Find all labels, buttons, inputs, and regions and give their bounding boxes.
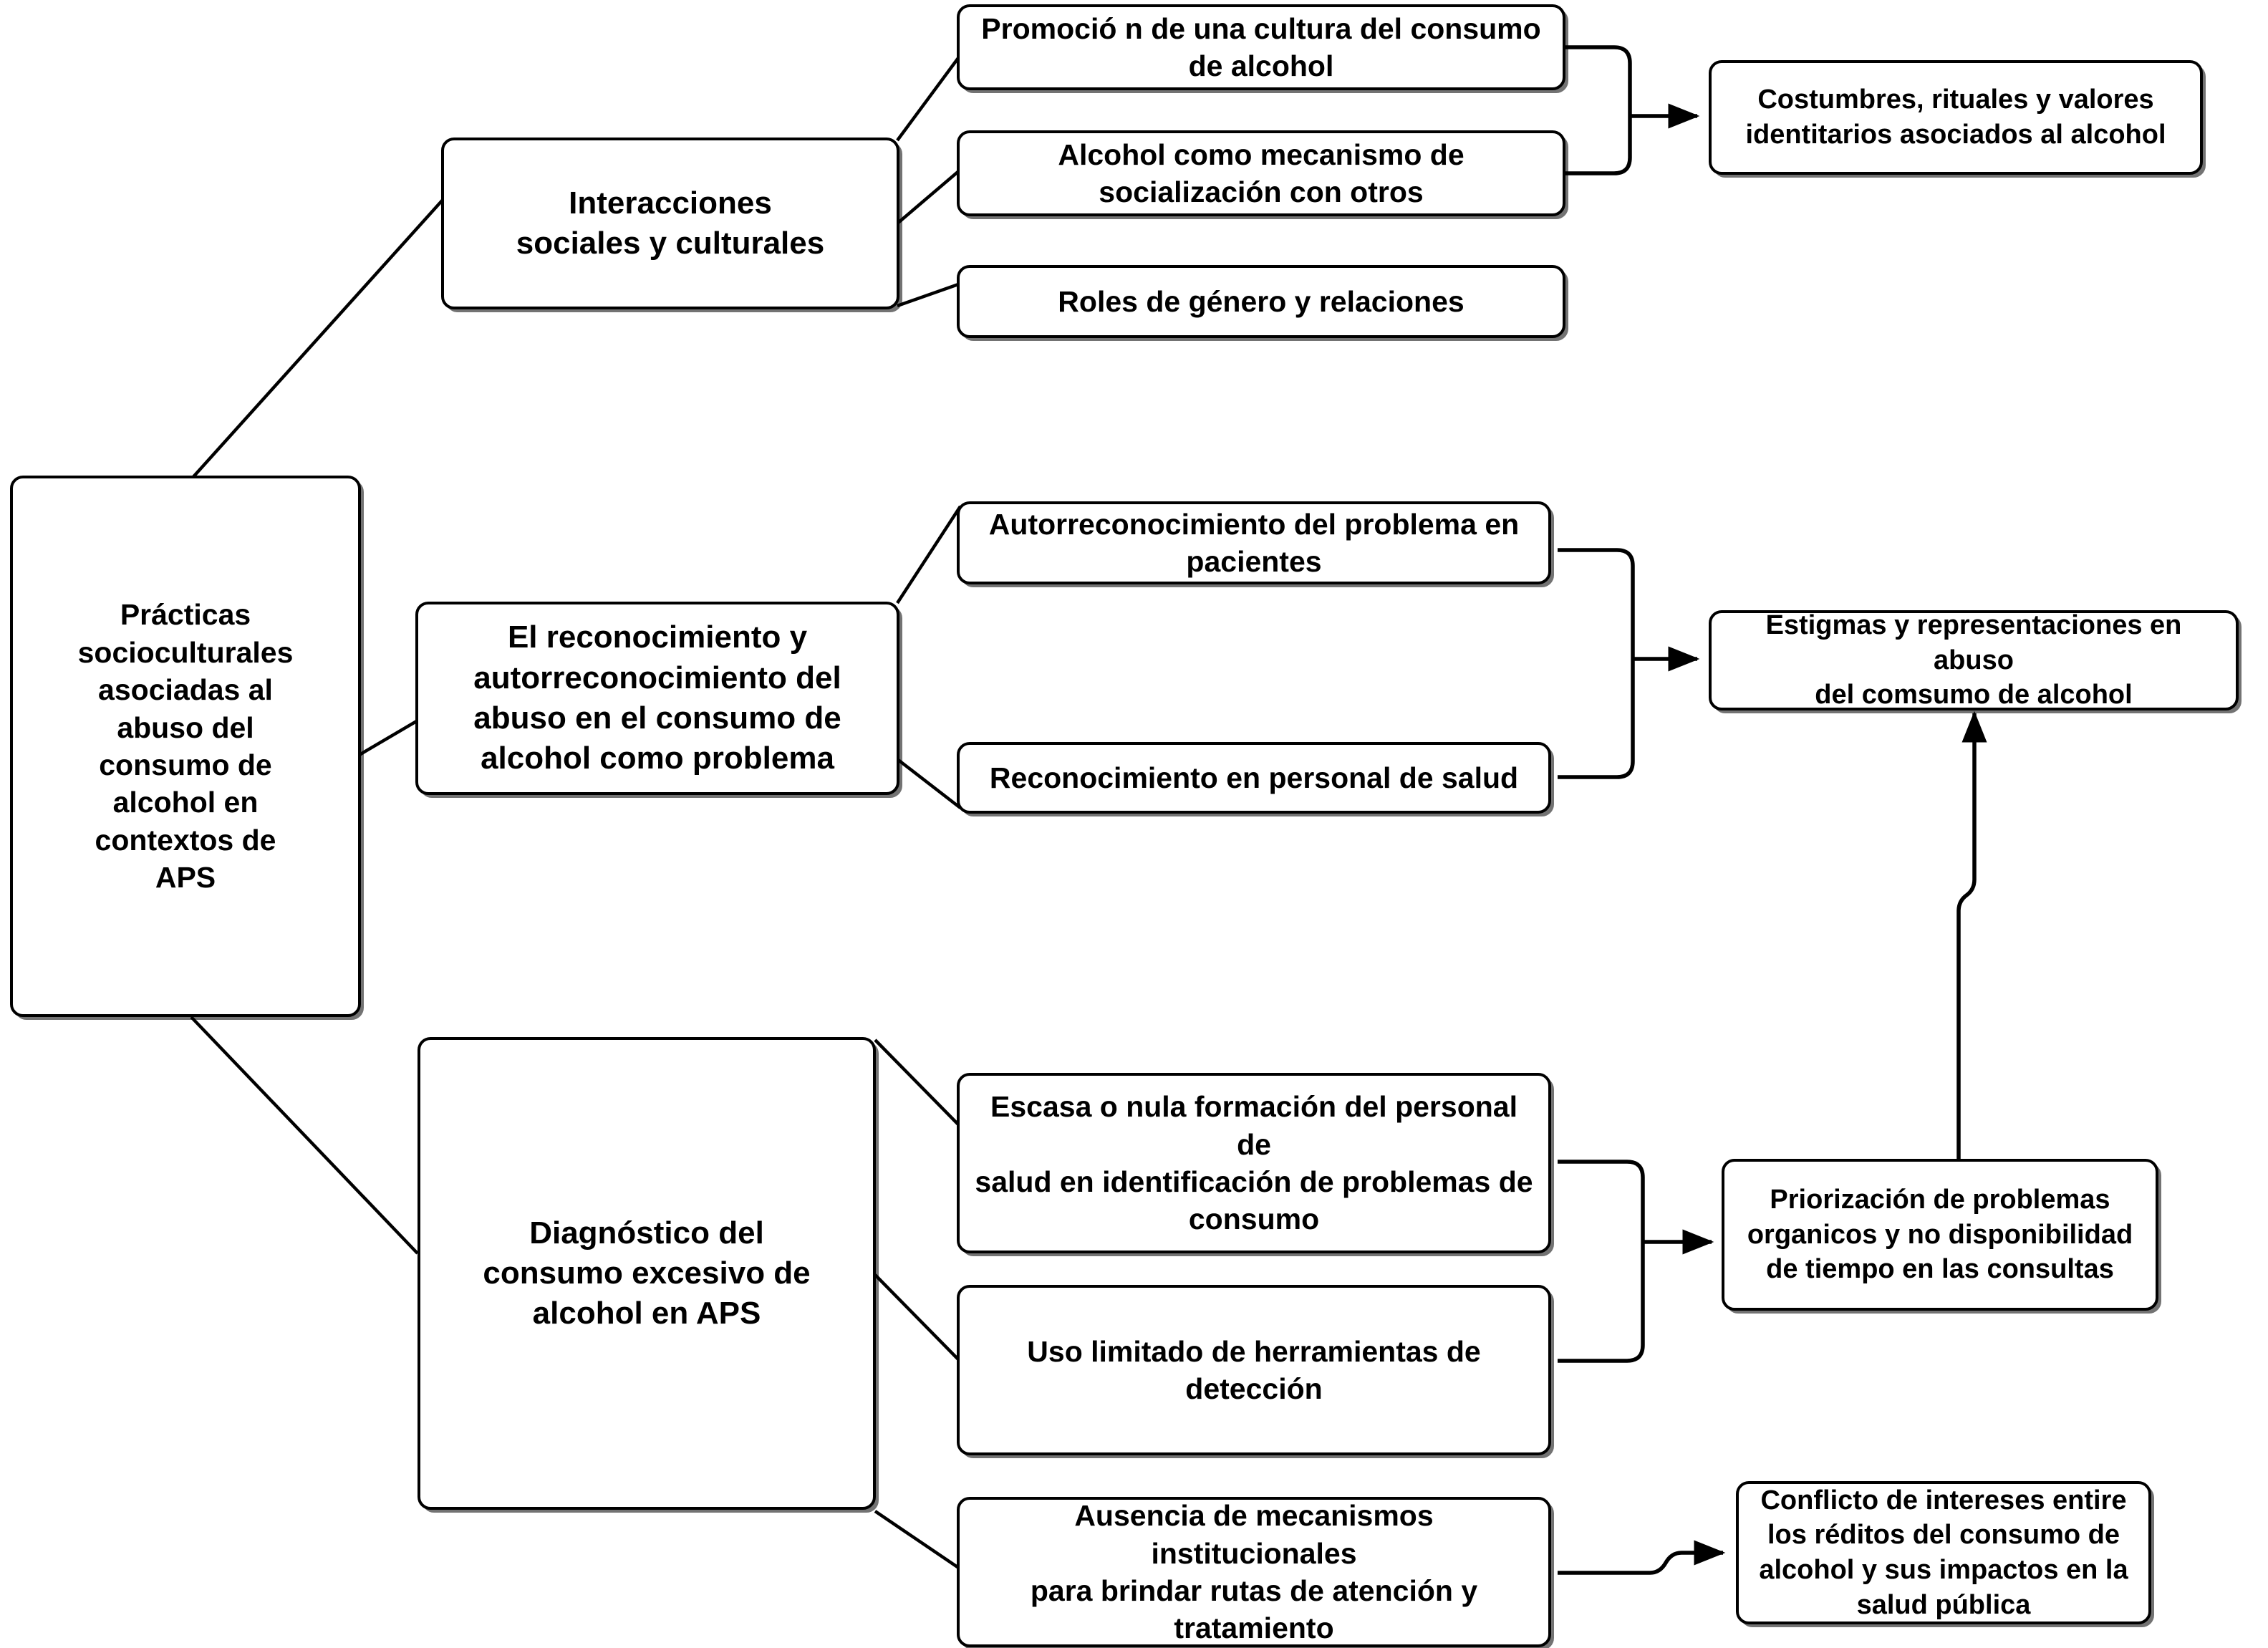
edge-uso-to-priorizacion [1558, 1242, 1645, 1363]
edge-personal-to-estigmas [1558, 659, 1635, 779]
node-sub-uso-limitado[interactable]: Uso limitado de herramientas de detecció… [957, 1285, 1551, 1455]
node-cat-reconocimiento-label: El reconocimiento y autorreconocimiento … [473, 620, 841, 776]
edge-root-to-diagnostico [190, 1016, 419, 1255]
node-out-conflicto[interactable]: Conflicto de intereses entire los rédito… [1736, 1481, 2151, 1624]
node-out-estigmas-label: Estigmas y representaciones en abuso del… [1765, 610, 2182, 710]
node-sub-mecanismo[interactable]: Alcohol como mecanismo de socialización … [957, 130, 1565, 216]
node-sub-autorreconocimiento[interactable]: Autorreconocimiento del problema en paci… [957, 501, 1551, 584]
node-out-priorizacion[interactable]: Priorización de problemas organicos y no… [1722, 1159, 2158, 1311]
node-sub-ausencia-mecanismos-label: Ausencia de mecanismos institucionales p… [1030, 1499, 1478, 1645]
edge-ausencia-to-conflicto [1558, 1540, 1726, 1575]
node-cat-reconocimiento[interactable]: El reconocimiento y autorreconocimiento … [415, 602, 899, 795]
edge-escasa-to-priorizacion [1558, 1160, 1645, 1242]
node-sub-ausencia-mecanismos[interactable]: Ausencia de mecanismos institucionales p… [957, 1497, 1551, 1647]
node-sub-escasa-formacion-label: Escasa o nula formación del personal de … [975, 1090, 1533, 1236]
node-sub-roles-label: Roles de género y relaciones [1058, 284, 1464, 318]
node-out-priorizacion-label: Priorización de problemas organicos y no… [1747, 1185, 2133, 1285]
node-sub-promocion[interactable]: Promoció n de una cultura del consumo de… [957, 4, 1565, 90]
edge-root-to-social [190, 197, 445, 481]
node-sub-roles[interactable]: Roles de género y relaciones [957, 265, 1565, 338]
edge-diagnostico-to-uso [874, 1273, 961, 1362]
node-cat-diagnostico[interactable]: Diagnóstico del consumo excesivo de alco… [418, 1037, 876, 1510]
node-cat-social[interactable]: Interacciones sociales y culturales [441, 138, 899, 309]
node-sub-personal-salud-label: Reconocimiento en personal de salud [989, 761, 1519, 794]
edge-reconocimiento-to-personal [896, 758, 962, 809]
node-sub-uso-limitado-label: Uso limitado de herramientas de detecció… [1027, 1334, 1481, 1405]
edge-autorrec-to-estigmas [1558, 548, 1635, 659]
node-cat-social-label: Interacciones sociales y culturales [516, 185, 825, 261]
node-sub-autorreconocimiento-label: Autorreconocimiento del problema en paci… [988, 507, 1520, 578]
edge-social-to-roles [897, 281, 961, 308]
edge-diagnostico-to-escasa [874, 1039, 961, 1127]
edge-root-to-reconocimiento [357, 718, 420, 757]
edge-priorizacion-to-estigmas [1956, 710, 1987, 1159]
edge-reconocimiento-to-autorrec [896, 505, 962, 604]
node-sub-mecanismo-label: Alcohol como mecanismo de socialización … [1058, 138, 1464, 208]
node-root-label: Prácticas socioculturales asociadas al a… [77, 598, 294, 895]
edge-promocion-to-costumbres [1565, 45, 1632, 116]
edge-mecanismo-to-costumbres [1565, 116, 1632, 175]
edge-diagnostico-to-ausencia [874, 1510, 961, 1570]
node-sub-escasa-formacion[interactable]: Escasa o nula formación del personal de … [957, 1073, 1551, 1253]
node-out-conflicto-label: Conflicto de intereses entire los rédito… [1759, 1485, 2128, 1620]
node-out-estigmas[interactable]: Estigmas y representaciones en abuso del… [1709, 610, 2239, 710]
node-out-costumbres[interactable]: Costumbres, rituales y valores identitar… [1709, 60, 2203, 175]
node-sub-promocion-label: Promoció n de una cultura del consumo de… [981, 11, 1541, 82]
node-root[interactable]: Prácticas socioculturales asociadas al a… [10, 476, 361, 1017]
edge-social-to-mecanismo [896, 168, 962, 225]
node-sub-personal-salud[interactable]: Reconocimiento en personal de salud [957, 742, 1551, 814]
edge-social-to-promocion [896, 54, 962, 142]
node-out-costumbres-label: Costumbres, rituales y valores identitar… [1745, 85, 2166, 150]
node-cat-diagnostico-label: Diagnóstico del consumo excesivo de alco… [483, 1215, 811, 1331]
